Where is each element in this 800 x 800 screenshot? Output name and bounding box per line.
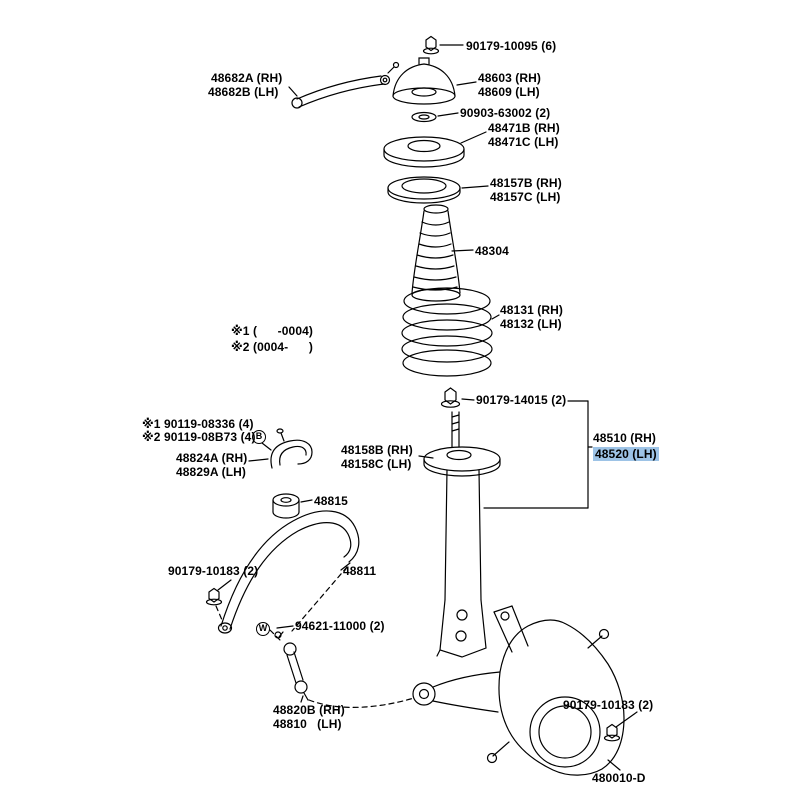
part-label-48815[interactable]: 48815	[314, 494, 348, 508]
part-label-48603[interactable]: 48603 (RH)	[478, 71, 542, 85]
part-label-48157b[interactable]: 48157B (RH)	[490, 176, 562, 190]
strut-drawing	[423, 411, 501, 658]
knuckle-nut-drawing	[603, 711, 638, 742]
assembly-dashed-lines	[215, 566, 415, 708]
note-bolt-2: ※2 90119-08B73 (4)	[142, 430, 256, 444]
upper-seat-48471-drawing	[383, 131, 487, 168]
part-label-48520-highlighted[interactable]: 48520 (LH)	[593, 447, 659, 461]
part-label-90179-10095[interactable]: 90179-10095 (6)	[466, 39, 557, 53]
part-label-48304[interactable]: 48304	[475, 244, 509, 258]
circled-w-symbol: W	[256, 622, 270, 636]
stab-nut-drawing	[205, 579, 232, 606]
part-label-48829a[interactable]: 48829A (LH)	[176, 465, 247, 479]
upper-insulator-48157-drawing	[387, 176, 489, 204]
part-label-48131[interactable]: 48131 (RH)	[500, 303, 564, 317]
part-label-48158c[interactable]: 48158C (LH)	[341, 457, 412, 471]
part-label-94621-11000[interactable]: 94621-11000 (2)	[295, 619, 385, 633]
lower-insulator-leader	[418, 455, 434, 459]
highlight-box: 48520 (LH)	[593, 447, 659, 461]
support-48603-drawing	[392, 57, 477, 105]
part-label-90179-14015[interactable]: 90179-14015 (2)	[476, 393, 567, 407]
rod-nut-drawing	[440, 387, 475, 408]
part-label-48820b[interactable]: 48820B (RH)	[273, 703, 345, 717]
part-label-90903-63002[interactable]: 90903-63002 (2)	[460, 106, 551, 120]
part-label-48132[interactable]: 48132 (LH)	[500, 317, 562, 331]
nut-top-drawing	[422, 35, 464, 55]
stab-bracket-48824-drawing	[248, 428, 313, 469]
part-label-48609[interactable]: 48609 (LH)	[478, 85, 540, 99]
part-label-48810[interactable]: 48810 (LH)	[273, 717, 342, 731]
bearing-90903-drawing	[411, 111, 459, 123]
stab-bar-48811-drawing	[217, 510, 360, 634]
part-label-48811[interactable]: 48811	[343, 564, 377, 578]
part-label-48682a[interactable]: 48682A (RH)	[211, 71, 283, 85]
part-label-48510[interactable]: 48510 (RH)	[593, 431, 657, 445]
washer-leader	[276, 625, 294, 629]
note-applicability-1: ※1 ( -0004)	[231, 324, 313, 338]
coil-spring-48131-drawing	[401, 287, 500, 377]
part-label-48824a[interactable]: 48824A (RH)	[176, 451, 248, 465]
strut-callout-lines	[483, 400, 593, 509]
part-label-48471c[interactable]: 48471C (LH)	[488, 135, 559, 149]
part-label-48682b[interactable]: 48682B (LH)	[208, 85, 279, 99]
knuckle-drawing	[412, 605, 625, 776]
part-label-48471b[interactable]: 48471B (RH)	[488, 121, 560, 135]
dust-cover-48304-drawing	[411, 204, 474, 302]
diagram-code: 480010-D	[592, 771, 646, 785]
part-label-90179-10183-knuckle[interactable]: 90179-10183 (2)	[563, 698, 654, 712]
stab-bushing-48815-drawing	[272, 493, 313, 519]
part-label-90179-10183-stab[interactable]: 90179-10183 (2)	[168, 564, 259, 578]
bracket-48682-drawing	[288, 61, 400, 109]
note-applicability-2: ※2 (0004- )	[231, 340, 313, 354]
part-label-48157c[interactable]: 48157C (LH)	[490, 190, 561, 204]
stab-link-drawing	[274, 631, 309, 703]
part-label-48158b[interactable]: 48158B (RH)	[341, 443, 413, 457]
circled-b-symbol: B	[252, 430, 266, 444]
note-bolt-1: ※1 90119-08336 (4)	[142, 417, 254, 431]
